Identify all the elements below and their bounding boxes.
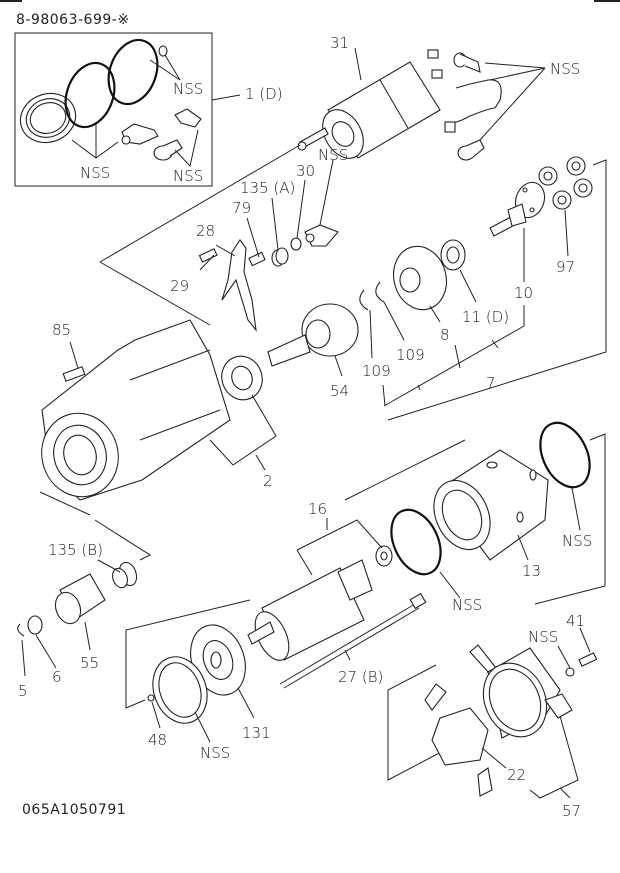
callout-97: 97 — [556, 258, 575, 276]
kit-box-1d: NSS NSS NSS 1 (D) — [14, 32, 283, 187]
callout-135b: 135 (B) — [48, 541, 103, 559]
callout-11d: 11 (D) — [462, 308, 509, 326]
kit-nss-label-3: NSS — [173, 167, 203, 185]
callout-54: 54 — [330, 382, 349, 400]
callout-29: 29 — [170, 277, 189, 295]
callout-10: 10 — [514, 284, 533, 302]
callout-30: 30 — [296, 162, 315, 180]
corner-mark-right — [594, 0, 620, 2]
callout-nss-oring-yoke: NSS — [452, 596, 482, 614]
callout-41: 41 — [566, 612, 585, 630]
callout-85: 85 — [52, 321, 71, 339]
callout-48: 48 — [148, 731, 167, 749]
kit-nss-label-2: NSS — [173, 80, 203, 98]
end-plate-group: 131 48 NSS — [125, 599, 271, 762]
callout-7: 7 — [486, 374, 496, 392]
drive-housing: 85 2 — [39, 319, 277, 516]
callout-2: 2 — [263, 472, 273, 490]
callout-57: 57 — [562, 802, 581, 820]
callout-nss-oring-cover: NSS — [528, 628, 558, 646]
solenoid-31: 31 — [297, 34, 443, 159]
callout-131: 131 — [242, 724, 271, 742]
callout-nss-oring-right: NSS — [562, 532, 592, 550]
callout-6: 6 — [52, 668, 62, 686]
callout-31: 31 — [330, 34, 349, 52]
drawing-code: 065A1050791 — [22, 802, 126, 818]
callout-nss-seal: NSS — [200, 744, 230, 762]
kit-nss-label-1: NSS — [80, 164, 110, 182]
assembly-line — [99, 144, 301, 263]
callout-13: 13 — [522, 562, 541, 580]
corner-mark-left — [0, 0, 22, 2]
callout-79: 79 — [232, 199, 251, 217]
callout-28: 28 — [196, 222, 215, 240]
callout-135a: 135 (A) — [240, 179, 295, 197]
callout-109-b: 109 — [396, 346, 425, 364]
callout-16: 16 — [308, 500, 327, 518]
callout-55: 55 — [80, 654, 99, 672]
part-number-header: 8-98063-699-※ — [16, 12, 130, 28]
planetary-gears: 97 10 — [387, 156, 607, 421]
yoke-13: 13 NSS NSS — [344, 421, 606, 614]
clutch-group: 11 (D) 8 109 109 54 7 — [267, 239, 525, 407]
terminal-parts: NSS — [444, 52, 580, 161]
armature-16: 16 — [247, 500, 393, 661]
through-bolt: 27 (B) — [279, 592, 427, 689]
callout-27b: 27 (B) — [338, 668, 383, 686]
pinion-group: 135 (B) 55 6 5 — [17, 519, 152, 700]
callout-nss-plunger: NSS — [318, 146, 348, 164]
brush-end-group: 41 NSS 22 57 — [387, 612, 598, 820]
callout-1d: 1 (D) — [245, 85, 283, 103]
callout-nss-terminals: NSS — [550, 60, 580, 78]
callout-8: 8 — [440, 326, 450, 344]
callout-109-a: 109 — [362, 362, 391, 380]
lever-group: 29 28 79 135 (A) 30 NSS — [170, 146, 348, 332]
callout-5: 5 — [18, 682, 28, 700]
callout-22: 22 — [507, 766, 526, 784]
